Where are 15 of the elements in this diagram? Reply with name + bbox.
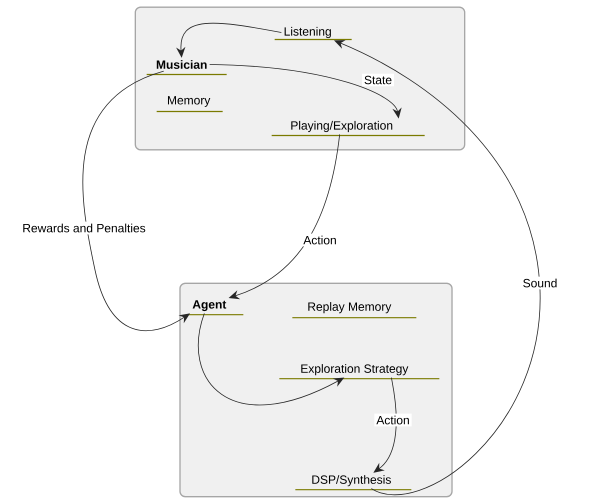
- edge-label: Action: [374, 414, 412, 426]
- edge-label: Rewards and Penalties: [20, 222, 148, 234]
- edge-label: State: [362, 74, 394, 86]
- underlined-label: Agent: [187, 300, 244, 316]
- underlined-label: Exploration Strategy: [279, 364, 440, 380]
- panel-box: [134, 6, 466, 150]
- underlined-label: DSP/Synthesis: [295, 475, 412, 490]
- edge-label: Sound: [520, 276, 560, 290]
- underlined-label: Listening: [274, 26, 352, 40]
- underlined-label: Musician: [146, 60, 227, 76]
- panel-box: [179, 282, 453, 498]
- underlined-label: Memory: [156, 96, 223, 112]
- edge-label: Action: [301, 234, 339, 246]
- underlined-label: Playing/Exploration: [272, 120, 425, 136]
- underlined-label: Replay Memory: [292, 302, 416, 318]
